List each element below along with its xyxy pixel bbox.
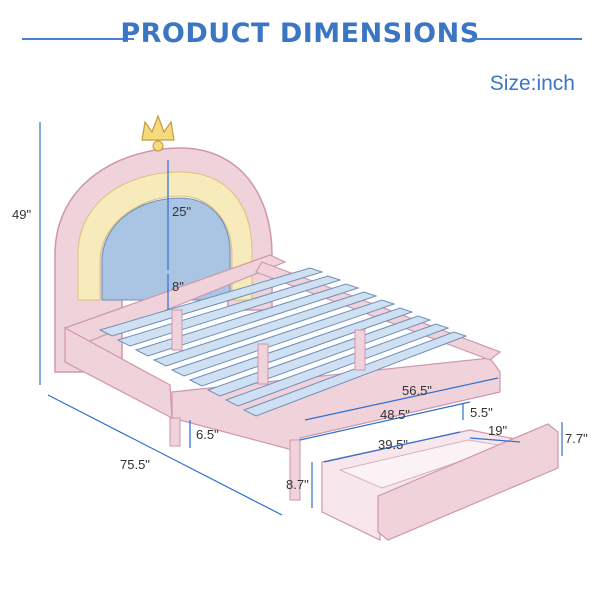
dimension-line-drawer-depth [469,437,521,443]
dimension-overall-length: 75.5" [120,457,150,472]
drawer-front [377,423,559,541]
front-leg-right [289,439,301,501]
slat-group [98,267,468,417]
front-side-rail [171,357,501,453]
dimension-headboard-gap: 8" [172,279,184,294]
dimension-lines [39,122,563,516]
page-title: PRODUCT DIMENSIONS [120,18,480,49]
dimension-line-overall-width [304,377,499,421]
center-leg [354,329,366,371]
dimension-line-drawer-inner [323,431,461,463]
dimension-overall-height: 49" [12,207,32,222]
header-rule-right [470,38,582,40]
dimension-drawer-inner-width: 39.5" [378,437,408,452]
crown-bead [152,140,164,152]
dimension-drawer-box-height: 8.7" [286,477,309,492]
center-leg [171,309,183,351]
dimension-leg-height: 6.5" [196,427,219,442]
dimension-line-overall-length [47,394,283,516]
crown-ornament [141,114,175,141]
dimension-inner-width: 48.5" [380,407,410,422]
dimension-drawer-depth: 19" [488,423,508,438]
header-rule-left [22,38,134,40]
dimension-drawer-height-small: 5.5" [470,405,493,420]
headboard-blue-panel [101,197,231,301]
front-leg-left [169,417,181,447]
center-leg [257,343,269,385]
dimension-overall-width: 56.5" [402,383,432,398]
size-unit-label: Size:inch [489,72,575,95]
dimension-line-inner-width [299,401,471,441]
dimension-drawer-front-height: 7.7" [565,431,588,446]
bed-illustration [54,114,559,541]
dimension-crown-to-rainbow: 25" [172,204,192,219]
